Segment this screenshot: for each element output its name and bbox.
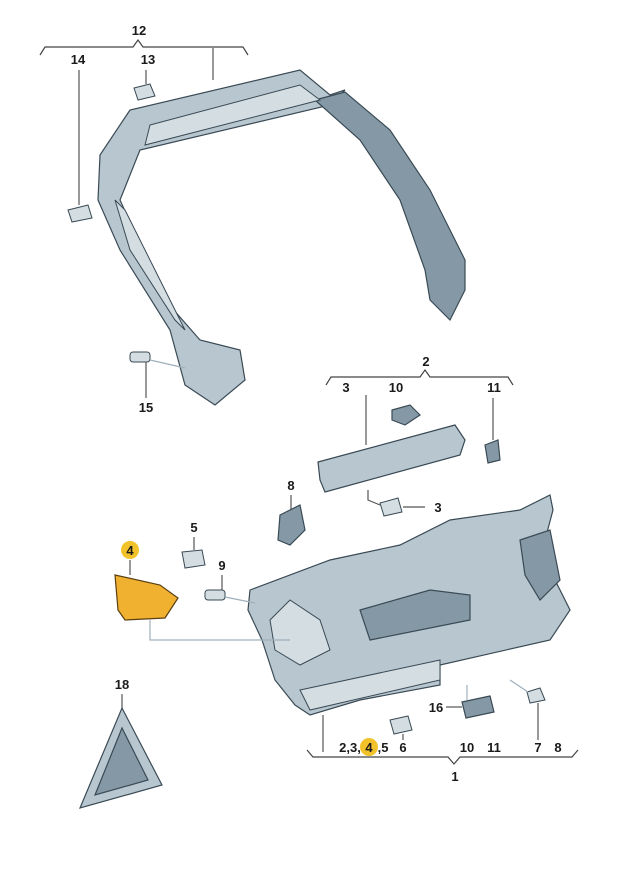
part-6-cap <box>389 715 413 735</box>
label-3b: 3 <box>434 500 441 515</box>
part-10-grip <box>391 404 421 426</box>
highlight-marker-4 <box>121 541 139 559</box>
label-18: 18 <box>115 677 129 692</box>
label-11a: 11 <box>487 380 501 395</box>
label-8b: 8 <box>554 740 561 755</box>
highlight-marker-4-bottom <box>360 738 378 756</box>
label-1: 1 <box>451 769 458 784</box>
part-8-cover <box>277 504 306 546</box>
part-4-cover <box>114 574 179 621</box>
part-7-clip <box>526 687 546 704</box>
part-2-handle-trim <box>317 424 466 493</box>
part-1-lower-tailgate-trim <box>247 494 571 716</box>
part-16-switch <box>461 695 495 719</box>
label-3a: 3 <box>342 380 349 395</box>
label-7: 7 <box>534 740 541 755</box>
part-9-fastener <box>204 589 226 601</box>
part-12-upper-trim-frame <box>97 69 466 406</box>
bracket-2 <box>325 368 514 386</box>
part-11-clip <box>484 439 501 464</box>
label-14: 14 <box>71 52 86 67</box>
part-5-clip <box>181 549 206 569</box>
bracket-1 <box>306 749 579 765</box>
label-2-3: 2,3, <box>339 740 361 755</box>
part-14-clip <box>67 204 93 223</box>
label-5: 5 <box>190 520 197 535</box>
label-16: 16 <box>429 700 443 715</box>
label-4: 4 <box>126 543 134 558</box>
label-10a: 10 <box>389 380 403 395</box>
label-5-bottom: ,5 <box>378 740 389 755</box>
label-10b: 10 <box>460 740 474 755</box>
bracket-12 <box>39 38 249 56</box>
part-13-clip <box>133 83 156 101</box>
part-15-fastener <box>129 351 186 369</box>
label-15: 15 <box>139 400 153 415</box>
part-3-clip <box>379 497 403 517</box>
label-4-bottom: 4 <box>365 740 373 755</box>
label-6: 6 <box>399 740 406 755</box>
label-9: 9 <box>218 558 225 573</box>
label-2: 2 <box>422 354 429 369</box>
label-12: 12 <box>132 23 146 38</box>
label-11b: 11 <box>487 740 501 755</box>
label-13: 13 <box>141 52 155 67</box>
label-8a: 8 <box>287 478 294 493</box>
